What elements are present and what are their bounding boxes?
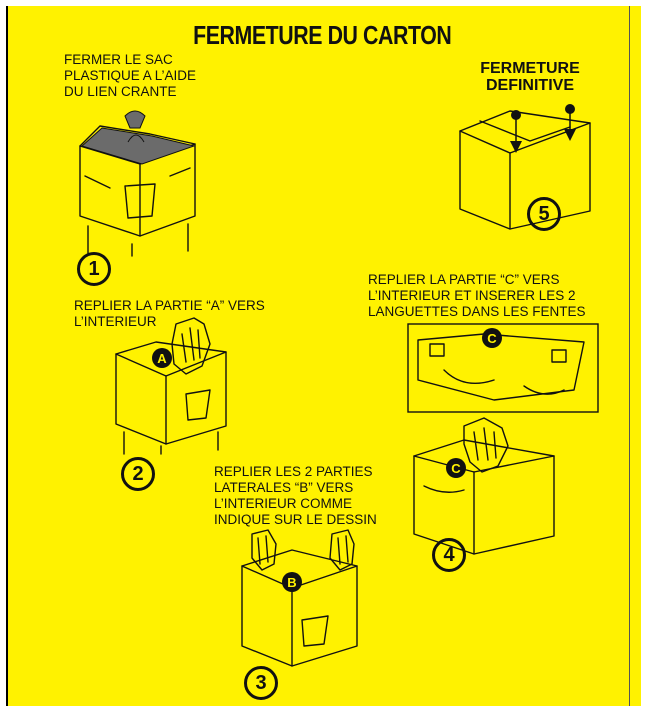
step-4-number: 4 [432,538,466,572]
hand-icon-left [252,530,276,570]
flap-b-label: B [287,575,296,590]
step-4-caption: REPLIER LA PARTIE “C” VERS L’INTERIEUR E… [368,272,586,320]
instruction-sheet: FERMETURE DU CARTON FERMER LE SAC PLASTI… [6,6,630,706]
step-2-number: 2 [121,457,155,491]
step-3-box-icon: B [232,526,372,671]
flap-c-label: C [451,461,461,476]
step-5-box-icon [450,101,600,231]
step-5-caption: FERMETURE DEFINITIVE [470,60,590,94]
plastic-bag-icon [82,111,194,164]
page-title: FERMETURE DU CARTON [66,20,578,51]
step-4-detail-icon: C [404,320,604,416]
step-1-number: 1 [77,252,111,286]
flap-a-label: A [157,351,167,366]
page-edge [630,6,641,706]
hand-icon [464,418,508,472]
step-3-number: 3 [244,666,278,700]
step-5-number: 5 [527,197,561,231]
step-2-box-icon: A [106,314,246,454]
step-3-caption: REPLIER LES 2 PARTIES LATERALES “B” VERS… [214,464,377,528]
flap-c-label-detail: C [487,331,497,346]
step-4-box-icon: C [404,416,564,556]
step-1-caption: FERMER LE SAC PLASTIQUE A L’AIDE DU LIEN… [64,52,196,100]
step-1-box-icon [70,106,210,256]
